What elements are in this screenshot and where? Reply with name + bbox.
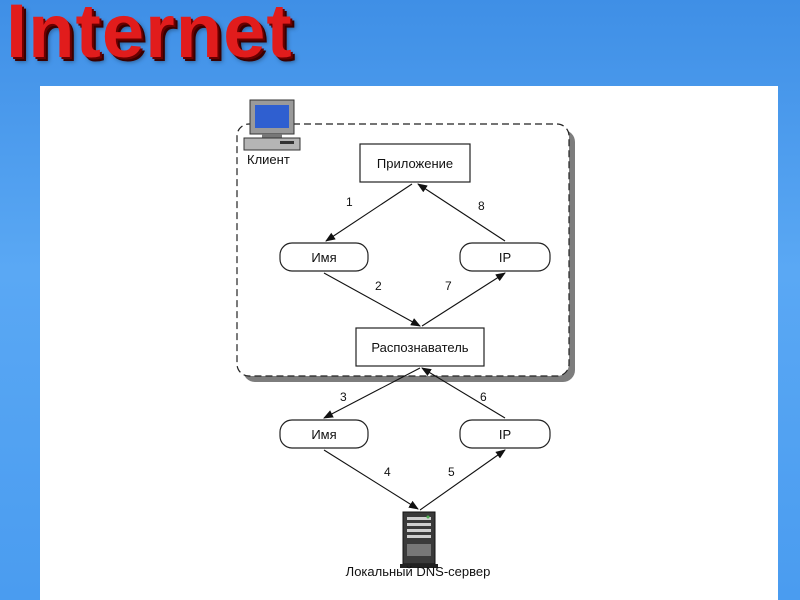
step-7: 7 <box>445 279 452 293</box>
name-pill-top <box>279 242 369 272</box>
name-top-label: Имя <box>311 250 336 265</box>
step-8: 8 <box>478 199 485 213</box>
diagram-panel: Клиент Приложение Имя IP Распознаватель … <box>40 86 778 600</box>
arrow-2 <box>323 272 421 327</box>
arrow-3 <box>323 367 421 419</box>
resolver-label: Распознаватель <box>371 340 468 355</box>
computer-icon <box>243 99 301 151</box>
arrow-7 <box>421 272 506 327</box>
arrow-1 <box>325 183 413 242</box>
ip-bottom-label: IP <box>499 427 511 442</box>
resolver-box <box>355 327 485 367</box>
step-2: 2 <box>375 279 382 293</box>
step-1: 1 <box>346 195 353 209</box>
name-pill-bottom <box>279 419 369 449</box>
client-boundary <box>236 123 570 377</box>
application-label: Приложение <box>377 156 453 171</box>
server-icon <box>400 511 438 568</box>
arrow-8 <box>417 183 506 242</box>
name-bottom-label: Имя <box>311 427 336 442</box>
ip-pill-bottom <box>459 419 551 449</box>
server-label: Локальный DNS-сервер <box>346 564 491 579</box>
step-4: 4 <box>384 465 391 479</box>
slide-title: Internet <box>6 0 293 74</box>
client-label: Клиент <box>247 152 290 167</box>
step-5: 5 <box>448 465 455 479</box>
arrow-5 <box>419 449 506 511</box>
ip-top-label: IP <box>499 250 511 265</box>
arrow-6 <box>421 367 506 419</box>
application-box <box>359 143 471 183</box>
dns-diagram: Клиент Приложение Имя IP Распознаватель … <box>236 99 575 579</box>
ip-pill-top <box>459 242 551 272</box>
step-6: 6 <box>480 390 487 404</box>
arrow-4 <box>323 449 419 510</box>
step-3: 3 <box>340 390 347 404</box>
